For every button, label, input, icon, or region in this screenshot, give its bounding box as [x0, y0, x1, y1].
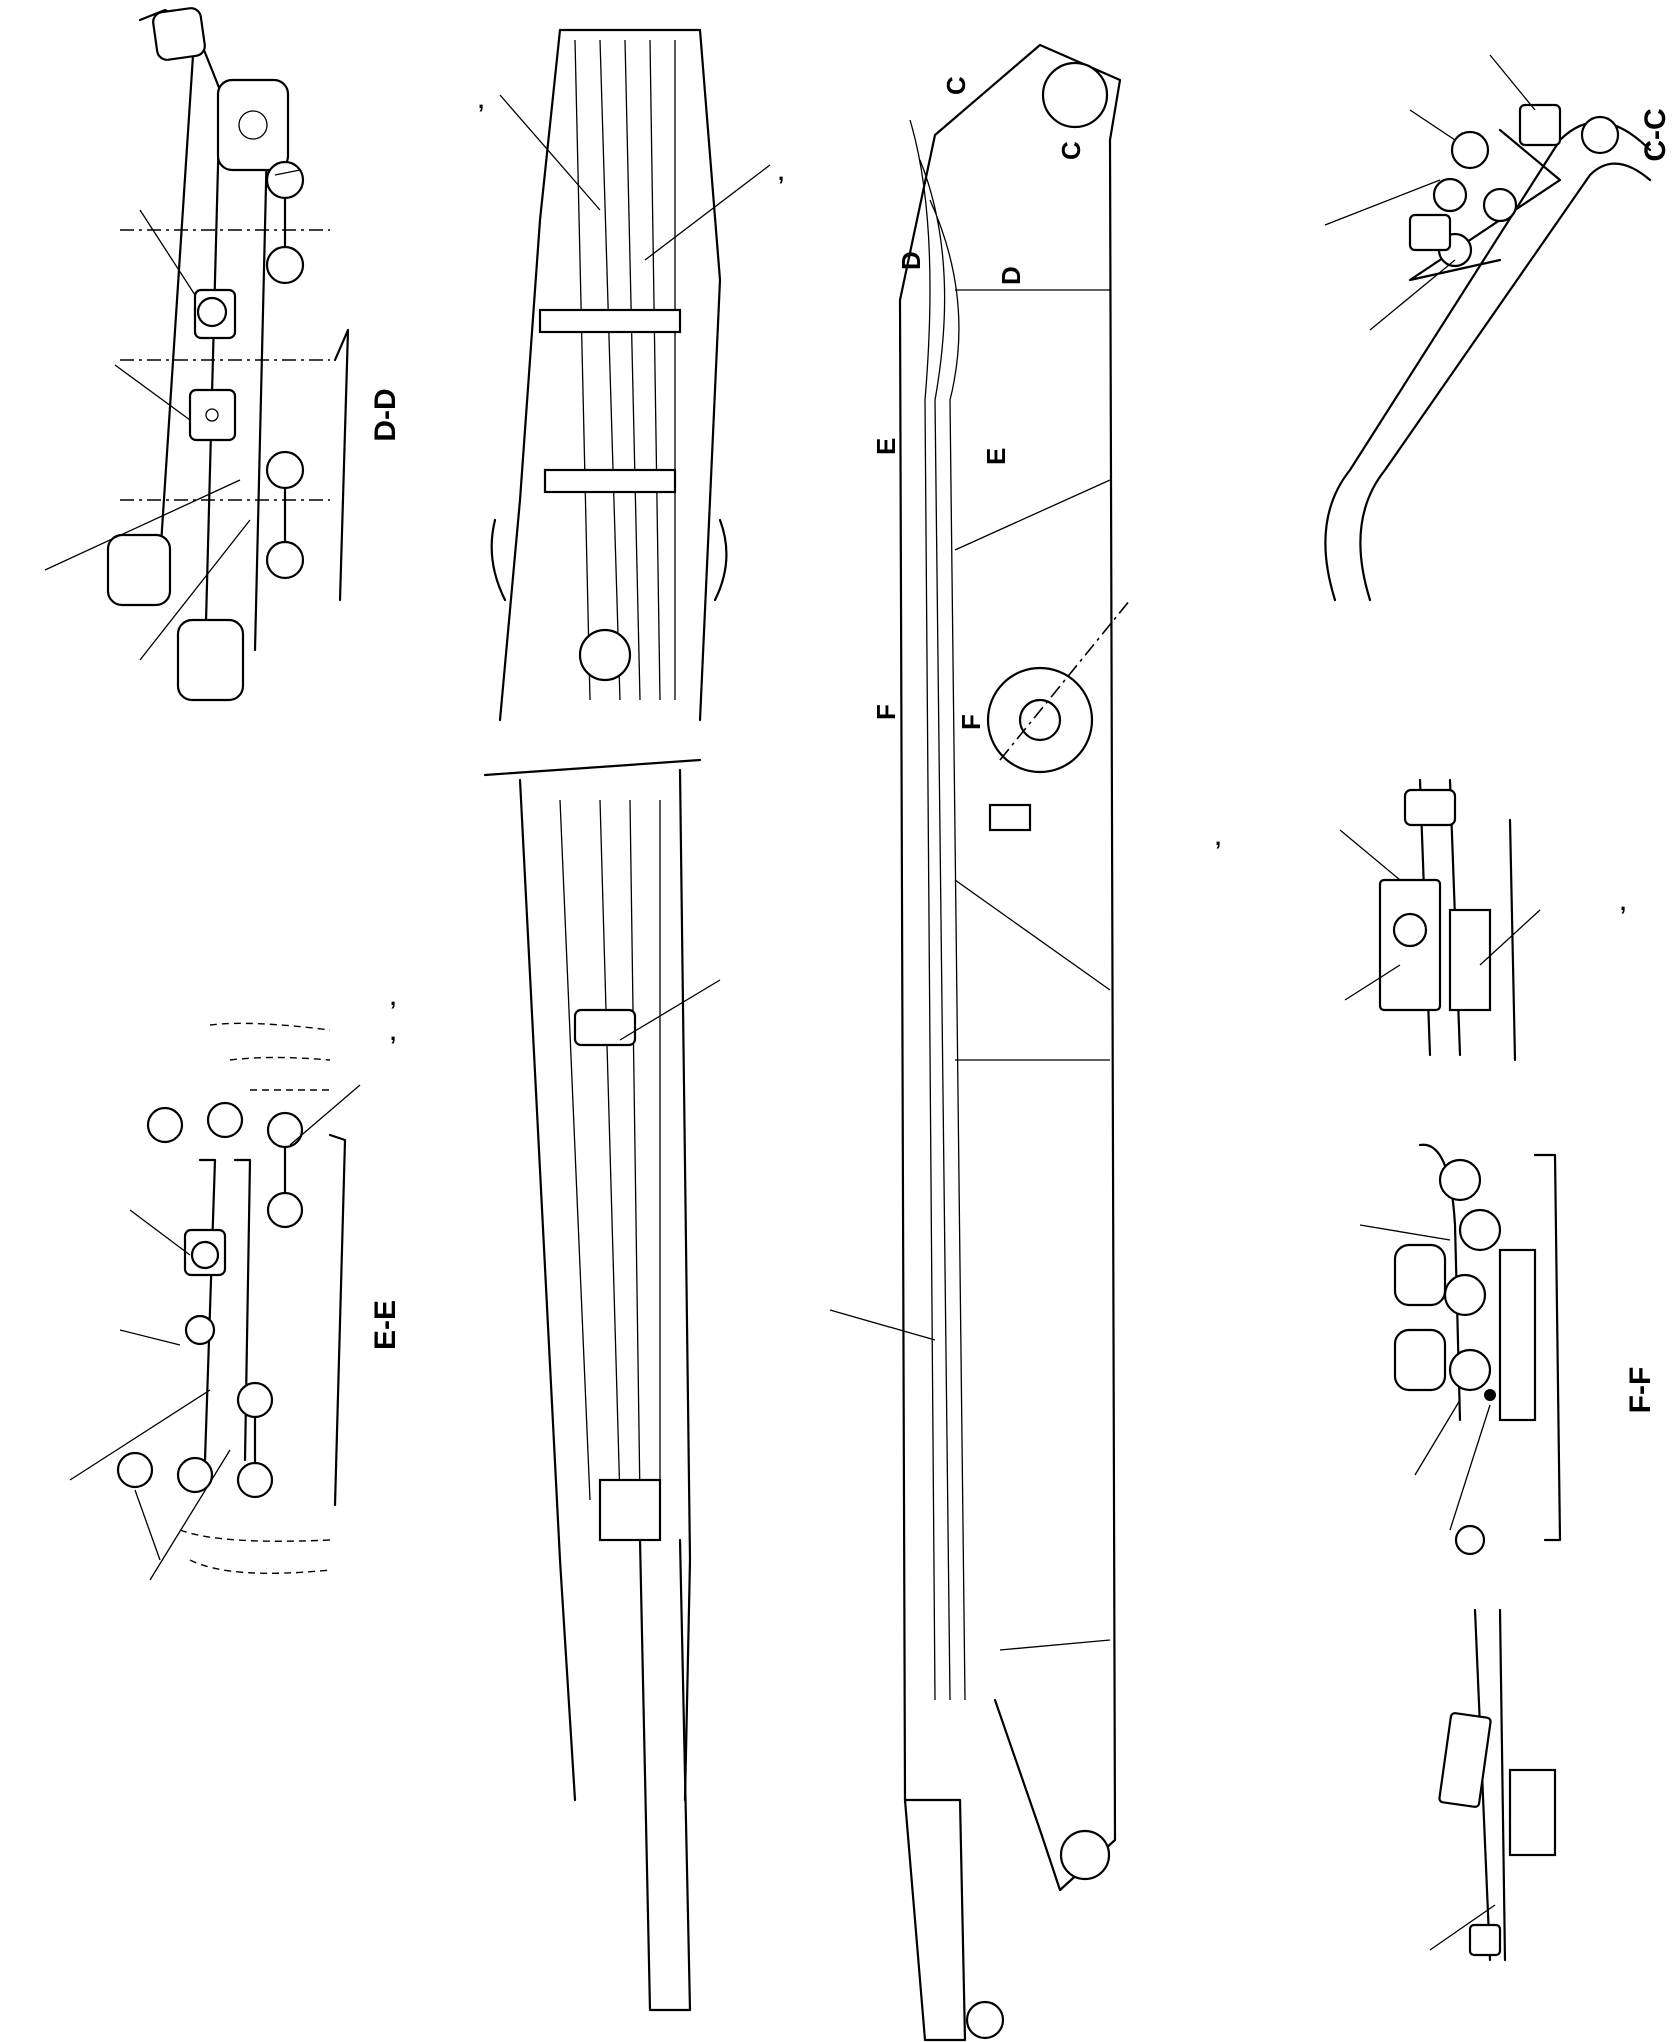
svg-text:D: D [996, 266, 1026, 285]
section-label-d-d: D-D [369, 388, 402, 441]
cc-tube-inner [1359, 162, 1652, 602]
boom-top-hoses-lower [559, 799, 661, 1501]
boom-top-cylinder-rod [638, 1538, 692, 2012]
boom-top-leaders-upper [499, 94, 771, 261]
dd-flange-bore [238, 110, 268, 140]
boom-side-inner [898, 133, 937, 1802]
section-d-d: D-D [44, 7, 402, 702]
section-label-e-e: E-E [369, 1300, 402, 1350]
boom-top-view: , , , , [390, 28, 784, 2012]
boom-top-clamp-band-2 [543, 468, 677, 494]
ee-clamp-row-bottom [116, 1381, 274, 1499]
dd-plate-right [248, 93, 270, 652]
ee-hose-outlines-bottom [179, 1529, 331, 1575]
dd-centerlines [120, 229, 330, 501]
svg-text:F: F [956, 714, 986, 730]
svg-text:E: E [981, 448, 1011, 465]
svg-text:D: D [896, 251, 926, 270]
dd-clamp-upper [265, 160, 305, 285]
ee-plate-left [198, 1158, 217, 1462]
dd-leaders [44, 169, 301, 661]
boom-cylinder-centerline [999, 599, 1131, 761]
svg-text:,: , [390, 985, 396, 1010]
svg-text:,: , [1215, 825, 1221, 850]
boom-side-view: C C D D E E F F [829, 43, 1131, 2042]
dd-plate-mid [183, 38, 222, 662]
ee-hose-outlines-top [209, 1022, 331, 1091]
section-label-c-c: C-C [1639, 108, 1672, 161]
svg-text:,: , [1620, 890, 1626, 915]
boom-top-pin [1041, 61, 1109, 129]
ff-leaders [1359, 1224, 1491, 1531]
boom-side-leader [829, 1309, 936, 1341]
dd-flange-top-b [216, 78, 290, 172]
detail-bottom-right [1429, 1608, 1557, 1962]
section-f-f: F-F [1359, 1143, 1657, 1556]
boom-top-outline-upper [498, 28, 722, 722]
boom-top-clamp-band-1 [538, 308, 682, 334]
dd-rail [333, 328, 350, 602]
svg-text:E: E [871, 438, 901, 455]
boom-side-webs [954, 289, 1111, 1651]
ee-plate-mid [233, 1158, 252, 1462]
dd-clamp-lower [265, 450, 305, 580]
cc-plate [1408, 128, 1562, 282]
dd-block-b [188, 388, 237, 442]
detail-bottom-leader [1429, 1904, 1496, 1951]
svg-text:C: C [1056, 141, 1086, 160]
dd-flange-bottom-b [176, 618, 245, 702]
cc-tube-outer [1324, 121, 1652, 602]
boom-side-hoses [909, 119, 966, 1701]
cc-leaders [1324, 54, 1536, 331]
svg-text:,: , [778, 160, 784, 185]
section-e-e: E-E [69, 1022, 402, 1581]
section-label-f-f: F-F [1624, 1367, 1657, 1414]
cut-marks-e: E E [871, 438, 1011, 465]
svg-text:,: , [390, 1020, 396, 1045]
dd-plate-left [138, 8, 197, 562]
ee-rail [328, 1133, 347, 1507]
boom-arm-cylinder-rod [903, 1798, 967, 2042]
detail-clamp-leaders [1339, 829, 1541, 1001]
ff-rail [1533, 1153, 1562, 1542]
boom-top-outline-lower [483, 758, 702, 1802]
ee-leaders [69, 1084, 361, 1581]
boom-foot-pin [1059, 1829, 1111, 1881]
boom-side-outer [933, 43, 1122, 1892]
svg-text:F: F [871, 704, 901, 720]
detail-clamp-block: , , [1215, 778, 1626, 1062]
svg-text:,: , [478, 88, 484, 113]
svg-text:C: C [941, 76, 971, 95]
boom-top-pivot-ears [490, 518, 728, 602]
cut-marks-c: C C [941, 76, 1086, 160]
dd-flange-top-a [152, 7, 206, 61]
cut-marks-f: F F [871, 704, 986, 730]
boom-top-leader-lower [619, 979, 721, 1041]
boom-top-hoses-upper [574, 39, 676, 701]
ee-clamp-row-top [146, 1101, 304, 1229]
cut-marks-d: D D [896, 251, 1026, 285]
dd-flange-bottom-a [106, 533, 172, 607]
boom-top-cylinder-head [598, 1478, 662, 1542]
section-c-c: C-C [1324, 54, 1672, 602]
